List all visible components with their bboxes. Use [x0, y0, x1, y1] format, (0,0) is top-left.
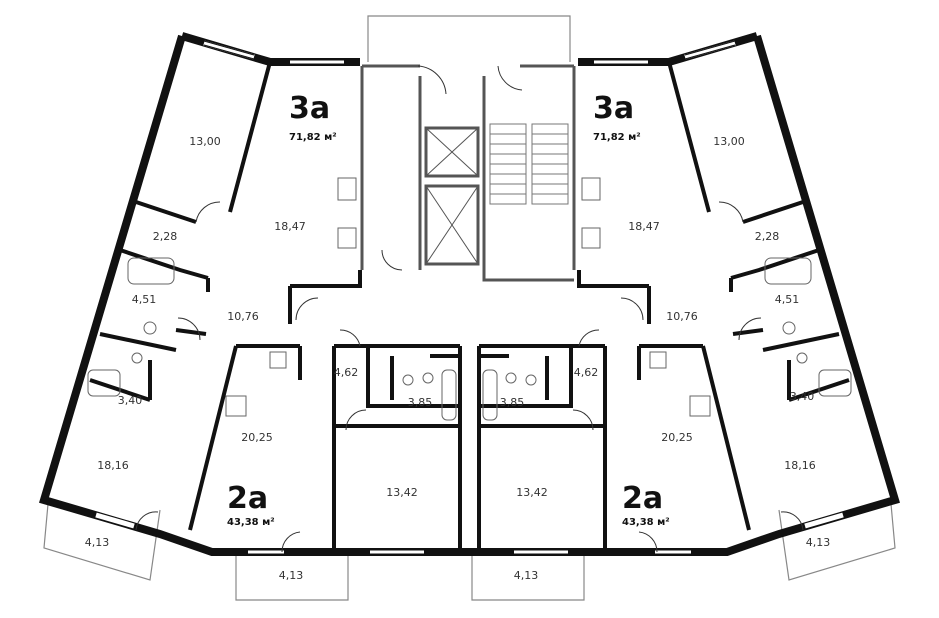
apartment-labels: 3а 71,82 м² 3а 71,82 м² 2а 43,38 м² 2а 4…	[227, 91, 670, 528]
balconies	[43, 15, 896, 601]
room-area: 3,85	[500, 396, 525, 409]
apt-type-left-3a: 3а	[289, 91, 330, 126]
sink-icon	[796, 352, 808, 364]
stove-icon	[581, 177, 601, 201]
sink-icon	[402, 374, 414, 386]
sink-icon	[525, 374, 537, 386]
stove-icon	[337, 177, 357, 201]
room-area: 2,28	[153, 230, 178, 243]
room-area: 20,25	[661, 431, 693, 444]
window-frames	[203, 40, 736, 555]
bathtub-icon	[482, 369, 498, 421]
room-area: 4,62	[334, 366, 359, 379]
room-area: 18,16	[784, 459, 816, 472]
room-areas: 13,00 18,47 2,28 4,51 10,76 3,40 18,16 4…	[85, 135, 831, 582]
room-area: 13,00	[713, 135, 745, 148]
balcony-left-2a	[235, 552, 349, 601]
bathtub-icon	[764, 257, 812, 285]
stove-icon	[337, 227, 357, 249]
room-area: 20,25	[241, 431, 273, 444]
balcony-right-3a	[778, 503, 896, 581]
bathtub-icon	[87, 369, 121, 397]
sink-icon	[143, 321, 157, 335]
room-area: 13,00	[189, 135, 221, 148]
core-walls	[360, 64, 576, 270]
apt-type-right-3a: 3а	[593, 91, 634, 126]
stairs	[489, 123, 569, 205]
room-area: 4,51	[775, 293, 800, 306]
bathtub-icon	[818, 369, 852, 397]
elevator-marks	[425, 127, 479, 265]
room-area: 4,51	[132, 293, 157, 306]
room-area: 13,42	[386, 486, 418, 499]
room-area: 3,40	[118, 394, 143, 407]
bathtub-icon	[441, 369, 457, 421]
fixtures	[87, 177, 852, 421]
sink-icon	[782, 321, 796, 335]
room-area: 10,76	[227, 310, 259, 323]
room-area: 4,13	[514, 569, 539, 582]
apt-total-right-3a: 71,82 м²	[593, 132, 641, 143]
balcony-left-3a	[43, 503, 161, 581]
outer-walls	[39, 32, 900, 556]
sink-icon	[649, 351, 667, 369]
apt-type-right-2a: 2а	[622, 481, 663, 516]
elevator-large	[424, 184, 480, 266]
elevator-small	[424, 126, 480, 178]
stove-icon	[689, 395, 711, 417]
room-area: 3,85	[408, 396, 433, 409]
room-area: 4,13	[279, 569, 304, 582]
room-area: 4,13	[85, 536, 110, 549]
sink-icon	[131, 352, 143, 364]
core-inner	[418, 76, 574, 282]
room-area: 4,62	[574, 366, 599, 379]
sink-icon	[422, 372, 434, 384]
room-area: 3,40	[790, 390, 815, 403]
core	[360, 64, 576, 282]
room-area: 18,47	[628, 220, 660, 233]
balcony-top	[367, 15, 571, 62]
stove-icon	[225, 395, 247, 417]
room-area: 10,76	[666, 310, 698, 323]
apt-type-left-2a: 2а	[227, 481, 268, 516]
room-area: 18,47	[274, 220, 306, 233]
room-area: 18,16	[97, 459, 129, 472]
room-area: 4,13	[806, 536, 831, 549]
apt-total-right-2a: 43,38 м²	[622, 517, 670, 528]
sink-icon	[269, 351, 287, 369]
stove-icon	[581, 227, 601, 249]
sink-icon	[505, 372, 517, 384]
bathtub-icon	[127, 257, 175, 285]
door-swings	[135, 65, 804, 553]
room-area: 2,28	[755, 230, 780, 243]
windows	[95, 40, 844, 555]
room-area: 13,42	[516, 486, 548, 499]
apt-total-left-3a: 71,82 м²	[289, 132, 337, 143]
balcony-center	[471, 552, 585, 601]
apt-total-left-2a: 43,38 м²	[227, 517, 275, 528]
